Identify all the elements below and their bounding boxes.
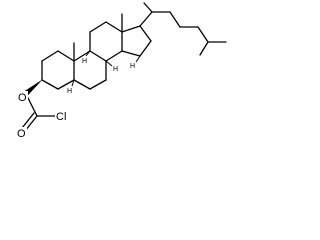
stereo-hydrogen-c9: H bbox=[82, 58, 87, 65]
stereo-hydrogen-c8: H bbox=[113, 66, 118, 73]
chlorine-label-bg bbox=[55, 110, 69, 122]
carbonyl-oxygen-label: O bbox=[17, 128, 26, 138]
carbonyl-oxygen-label-bg bbox=[16, 127, 27, 138]
ester-oxygen-label-bg bbox=[17, 91, 28, 103]
ester-bond bbox=[26, 95, 38, 117]
ring-c bbox=[89, 21, 123, 62]
ring-a bbox=[41, 50, 75, 90]
stereo-hydrogen-c14: H bbox=[130, 63, 135, 70]
ring-b bbox=[73, 50, 107, 90]
chlorine-label: Cl bbox=[56, 111, 66, 123]
cholesteryl-chloroformate-structure: H H H H O O Cl bbox=[16, 2, 227, 138]
stereo-hydrogen-c5: H bbox=[67, 88, 72, 95]
stereo-hydrogens: H H H H bbox=[67, 50, 141, 95]
ring-d bbox=[121, 25, 152, 57]
ester-oxygen-label: O bbox=[18, 92, 27, 104]
side-chain bbox=[139, 2, 227, 56]
angular-methyls bbox=[73, 13, 123, 62]
